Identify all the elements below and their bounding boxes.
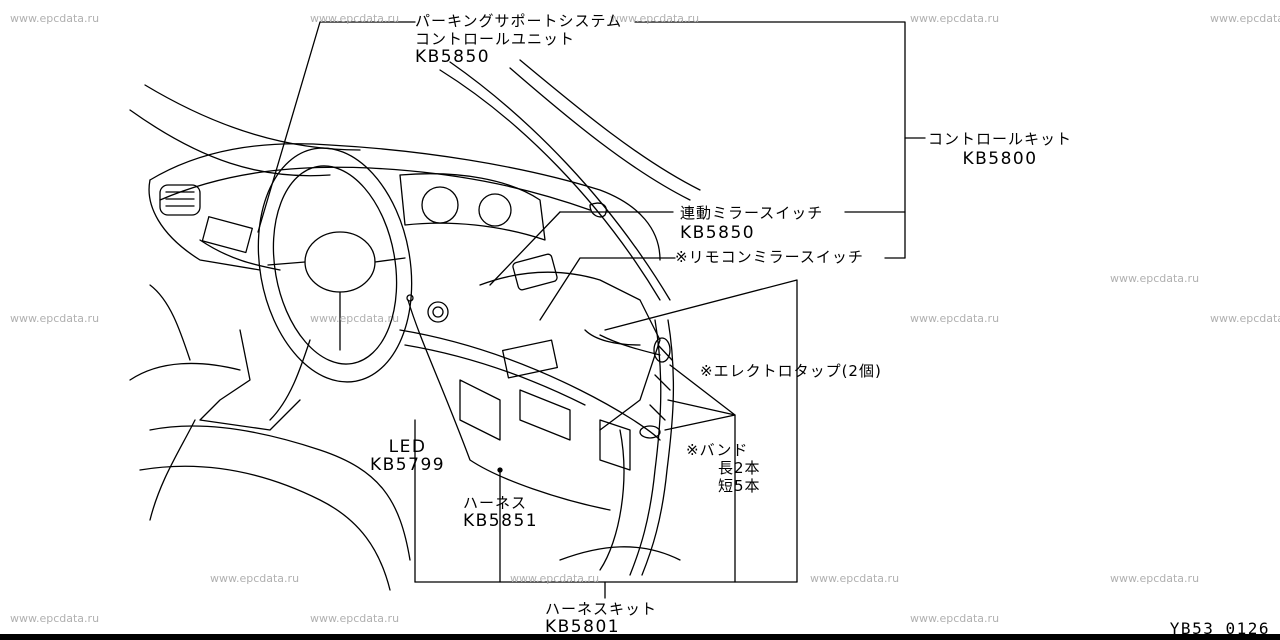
windshield-line [519,59,701,191]
mirror-switch-name: 連動ミラースイッチ [680,204,824,222]
windshield-line [509,67,691,201]
electro-tap [649,344,673,421]
watermark: www.epcdata.ru [310,612,400,625]
watermark: www.epcdata.ru [10,312,100,325]
leader-remote [539,257,906,321]
center-vent [512,253,558,291]
control-kit-code: KB5800 [962,149,1038,169]
electro-tap-name: ※エレクトロタップ(2個) [700,362,882,380]
watermark: www.epcdata.ru [1210,12,1280,25]
watermark: www.epcdata.ru [1110,272,1200,285]
remote-mirror-label: ※リモコンミラースイッチ [675,248,864,266]
bottom-bar [0,634,1280,640]
seat [149,425,411,561]
steering-hub [304,231,376,293]
parking-unit-code: KB5850 [415,47,491,67]
dashboard-top [159,166,591,211]
watermark: www.epcdata.ru [10,12,100,25]
electro-tap-label: ※エレクトロタップ(2個) [700,362,882,380]
led-label: LED KB5799 [370,438,445,474]
mirror-switch-code: KB5850 [680,223,756,243]
parking-unit-line1: パーキングサポートシステム [415,12,623,30]
led-name: LED [388,437,427,457]
control-kit-label: コントロールキット KB5800 [928,130,1072,168]
leader-parking-unit-right [634,21,906,259]
leader-electro-tap [667,364,736,416]
steering-column [269,339,311,421]
remote-mirror-name: ※リモコンミラースイッチ [675,248,864,266]
pedal [599,419,631,471]
led-wire [407,299,611,511]
dashboard-top [149,143,661,261]
harness-kit-name: ハーネスキット [545,600,658,618]
band-name: ※バンド [686,441,749,459]
watermark: www.epcdata.ru [1110,572,1200,585]
led-code: KB5799 [370,455,446,475]
ignition [427,301,449,323]
parking-unit-line2: コントロールユニット [415,30,576,48]
watermark: www.epcdata.ru [910,612,1000,625]
watermark: www.epcdata.ru [310,312,400,325]
leader-electro [604,279,798,583]
watermark: www.epcdata.ru [210,572,300,585]
steering-wheel [257,147,413,383]
watermark: www.epcdata.ru [1210,312,1280,325]
watermark: www.epcdata.ru [10,612,100,625]
watermark: www.epcdata.ru [610,12,700,25]
watermark: www.epcdata.ru [910,312,1000,325]
shift-lever [199,329,301,431]
parking-unit-label: パーキングサポートシステム コントロールユニット KB5850 [415,12,622,66]
watermark: www.epcdata.ru [510,572,600,585]
harness-name: ハーネス [463,494,528,512]
center-console [479,271,661,431]
watermark: www.epcdata.ru [810,572,900,585]
harness-kit-label: ハーネスキット KB5801 [545,600,657,636]
harness-label: ハーネス KB5851 [463,494,538,530]
watermark: www.epcdata.ru [310,12,400,25]
control-kit-name: コントロールキット [928,130,1073,148]
leader-parking-unit [257,21,416,233]
lower-dash [399,329,661,441]
band-short: 短5本 [718,477,761,495]
band-long: 長2本 [718,459,761,477]
leader-band [664,414,736,583]
mirror-switch-label: 連動ミラースイッチ KB5850 [680,204,823,242]
control-unit-box [201,216,253,254]
diagram-ref-code: YB53 0126 [1169,619,1270,638]
harness-kit-code: KB5801 [545,617,621,637]
leader-mirror-2 [489,211,561,286]
watermark: www.epcdata.ru [910,12,1000,25]
windshield-line [449,61,671,301]
harness-code: KB5851 [463,511,539,531]
panel [501,339,559,379]
steering-wheel [272,165,398,365]
windshield-line [439,69,661,301]
left-vent [159,184,201,216]
band-label: ※バンド 長2本 短5本 [686,441,761,495]
